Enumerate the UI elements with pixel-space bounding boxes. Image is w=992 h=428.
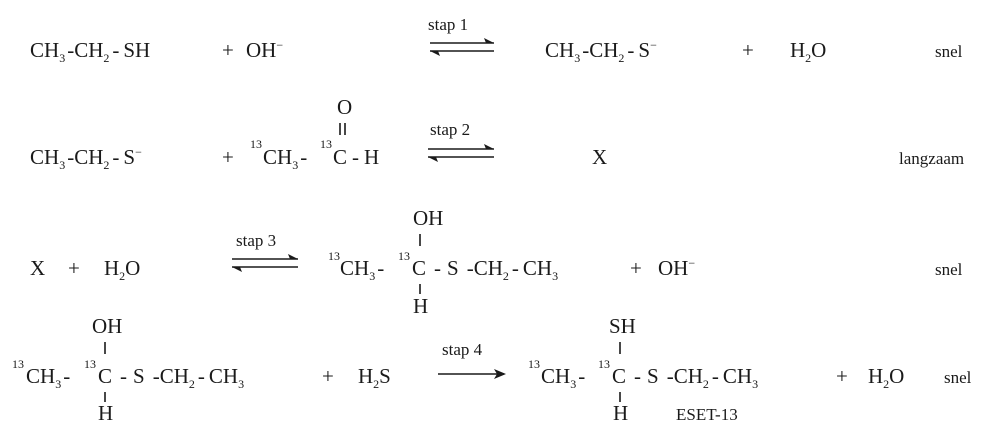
step-1-speed: snel: [935, 42, 963, 61]
product-name-label: ESET-13: [676, 405, 738, 424]
svg-text:-S-CH2-CH3: -S-CH2-CH3: [434, 256, 558, 283]
carbonyl-carbon: C: [333, 145, 347, 169]
step-3-product-hydroxide: OH−: [658, 256, 695, 280]
isotope-label: 13: [528, 357, 540, 371]
step-4-product-eset-13: 13 CH3- 13 C SH H -S-CH2-CH3 ESET-13: [528, 314, 758, 425]
step-2-label: stap 2: [430, 120, 470, 139]
step-3-reactant-x: X: [30, 256, 45, 280]
step-1-label: stap 1: [428, 15, 468, 34]
step-1-product-ethanethiolate: CH3-CH2-S−: [545, 38, 657, 65]
step-2-reactant-ethanethiolate: CH3-CH2-S−: [30, 145, 142, 172]
step-1-plus-1: +: [222, 38, 234, 62]
step-2-equilibrium-arrow: [428, 144, 494, 162]
hydrogen: H: [98, 401, 113, 425]
step-4-speed: snel: [944, 368, 972, 387]
step-2-row: CH3-CH2-S− + 13 CH3- 13 C O -H stap 2 X …: [30, 95, 964, 172]
step-2-product-x: X: [592, 145, 607, 169]
step-4-reactant-hemithioacetal: 13 CH3- 13 C OH H -S-CH2-CH3: [12, 314, 244, 425]
step-4-product-water: H2O: [868, 364, 904, 391]
hydrogen: H: [613, 401, 628, 425]
isotope-label: 13: [398, 249, 410, 263]
step-2-speed: langzaam: [899, 149, 964, 168]
step-4-plus-1: +: [322, 364, 334, 388]
svg-text:CH3-: CH3-: [26, 364, 70, 391]
step-4-row: 13 CH3- 13 C OH H -S-CH2-CH3 + H2S stap …: [12, 314, 972, 425]
svg-text:-H: -H: [352, 145, 379, 169]
step-4-label: stap 4: [442, 340, 483, 359]
thiol-group: SH: [609, 314, 636, 338]
step-3-plus-1: +: [68, 256, 80, 280]
step-2-plus: +: [222, 145, 234, 169]
step-1-product-water: H2O: [790, 38, 826, 65]
central-carbon: C: [98, 364, 112, 388]
step-3-label: stap 3: [236, 231, 276, 250]
central-carbon: C: [612, 364, 626, 388]
isotope-label: 13: [320, 137, 332, 151]
step-3-product-hemithioacetal: 13 CH3- 13 C OH H -S-CH2-CH3: [328, 206, 558, 318]
svg-text:-S-CH2-CH3: -S-CH2-CH3: [120, 364, 244, 391]
isotope-label: 13: [12, 357, 24, 371]
step-1-plus-2: +: [742, 38, 754, 62]
svg-text:-S-CH2-CH3: -S-CH2-CH3: [634, 364, 758, 391]
svg-text:CH3-: CH3-: [263, 145, 307, 172]
isotope-label: 13: [598, 357, 610, 371]
carbonyl-oxygen: O: [337, 95, 352, 119]
step-3-plus-2: +: [630, 256, 642, 280]
step-1-reactant-ethanethiol: CH3-CH2-SH: [30, 38, 150, 65]
svg-text:CH3-: CH3-: [340, 256, 384, 283]
step-4-plus-2: +: [836, 364, 848, 388]
step-1-equilibrium-arrow: [430, 38, 494, 56]
step-4-reactant-hydrogen-sulfide: H2S: [358, 364, 391, 391]
step-3-speed: snel: [935, 260, 963, 279]
step-1-reactant-hydroxide: OH−: [246, 38, 283, 62]
svg-text:CH3-: CH3-: [541, 364, 585, 391]
hydrogen: H: [413, 294, 428, 318]
step-2-reactant-acetaldehyde-13: 13 CH3- 13 C O -H: [250, 95, 379, 172]
hydroxyl-group: OH: [92, 314, 122, 338]
step-3-reactant-water: H2O: [104, 256, 140, 283]
step-3-row: X + H2O stap 3 13 CH3- 13 C OH H -S-CH2-…: [30, 206, 963, 318]
step-4-forward-arrow: [438, 369, 506, 379]
isotope-label: 13: [250, 137, 262, 151]
central-carbon: C: [412, 256, 426, 280]
isotope-label: 13: [84, 357, 96, 371]
isotope-label: 13: [328, 249, 340, 263]
hydroxyl-group: OH: [413, 206, 443, 230]
step-3-equilibrium-arrow: [232, 254, 298, 272]
step-1-row: CH3-CH2-SH + OH− stap 1 CH3-CH2-S− + H2O…: [30, 15, 963, 65]
